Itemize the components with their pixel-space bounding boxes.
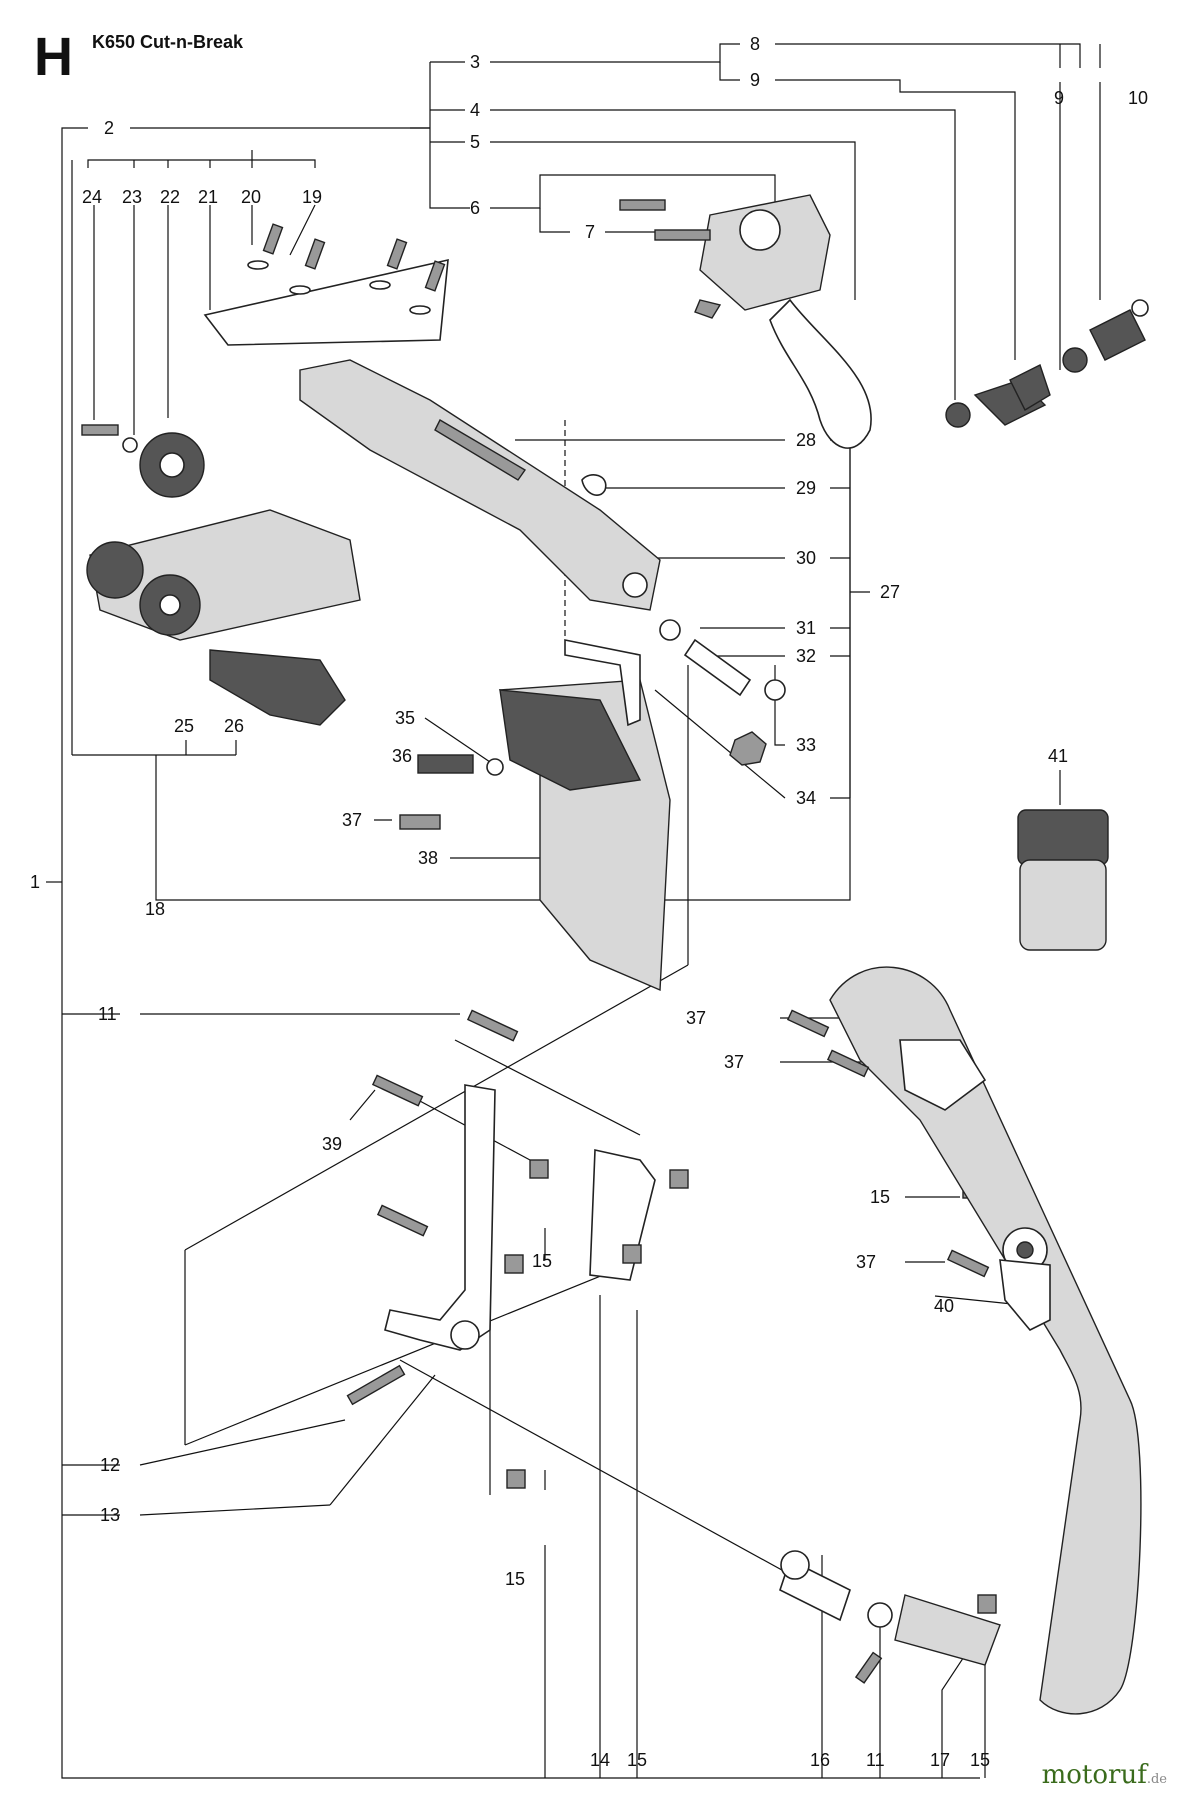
- callout-15b: 15: [532, 1251, 552, 1271]
- callout-28: 28: [796, 430, 816, 450]
- callout-35: 35: [395, 708, 415, 728]
- callout-14: 14: [590, 1750, 610, 1770]
- part-guard-bracket-assembly: [399, 474, 786, 992]
- part-handle-upper-assembly: [81, 223, 661, 726]
- callout-15e: 15: [970, 1750, 990, 1770]
- callout-37a: 37: [342, 810, 362, 830]
- watermark-brand: motoruf: [1041, 1760, 1147, 1790]
- watermark-tld: .de: [1146, 1772, 1167, 1787]
- callout-17: 17: [930, 1750, 950, 1770]
- callout-26: 26: [224, 716, 244, 736]
- callout-10: 10: [1128, 88, 1148, 108]
- part-filter-41: [1017, 809, 1109, 951]
- callout-20: 20: [241, 187, 261, 207]
- callout-37d: 37: [856, 1252, 876, 1272]
- callout-29: 29: [796, 478, 816, 498]
- callout-37b: 37: [686, 1008, 706, 1028]
- callout-30: 30: [796, 548, 816, 568]
- callout-37c: 37: [724, 1052, 744, 1072]
- callout-36: 36: [392, 746, 412, 766]
- callout-13: 13: [100, 1505, 120, 1525]
- callout-5: 5: [470, 132, 480, 152]
- callout-27: 27: [880, 582, 900, 602]
- callout-1: 1: [30, 872, 40, 892]
- diagram-title: K650 Cut-n-Break: [92, 32, 244, 52]
- callout-34: 34: [796, 788, 816, 808]
- callout-23: 23: [122, 187, 142, 207]
- callout-33: 33: [796, 735, 816, 755]
- callout-9b: 9: [1054, 88, 1064, 108]
- callout-22: 22: [160, 187, 180, 207]
- callout-12: 12: [100, 1455, 120, 1475]
- callout-24: 24: [82, 187, 102, 207]
- callout-15a: 15: [627, 1750, 647, 1770]
- callout-4: 4: [470, 100, 480, 120]
- screw-19: [262, 223, 284, 255]
- callout-32: 32: [796, 646, 816, 666]
- callout-39: 39: [322, 1134, 342, 1154]
- callout-18: 18: [145, 899, 165, 919]
- leader-lines: [46, 43, 1101, 1779]
- callout-11a: 11: [98, 1004, 117, 1024]
- callout-16: 16: [810, 1750, 830, 1770]
- callout-19: 19: [302, 187, 322, 207]
- callout-21: 21: [198, 187, 218, 207]
- callout-2: 2: [104, 118, 114, 138]
- callout-40: 40: [934, 1296, 954, 1316]
- callout-25: 25: [174, 716, 194, 736]
- callout-15d: 15: [870, 1187, 890, 1207]
- part-lower-frame-assembly: [346, 966, 1142, 1715]
- callout-3: 3: [470, 52, 480, 72]
- callout-6: 6: [470, 198, 480, 218]
- watermark-logo: motoruf.de: [1042, 1760, 1167, 1790]
- callout-8: 8: [750, 34, 760, 54]
- callout-labels: 1 2 3 4 5 6 7 8 9 9 10 11 11 12 13 14 15…: [30, 34, 1148, 1770]
- callout-41: 41: [1048, 746, 1068, 766]
- screw-20: [304, 238, 326, 270]
- callout-38: 38: [418, 848, 438, 868]
- section-letter: H: [34, 27, 73, 87]
- callout-15c: 15: [505, 1569, 525, 1589]
- callout-11b: 11: [866, 1750, 885, 1770]
- part-water-valve-assembly: [619, 194, 1149, 449]
- callout-7: 7: [585, 222, 595, 242]
- callout-9a: 9: [750, 70, 760, 90]
- callout-31: 31: [796, 618, 816, 638]
